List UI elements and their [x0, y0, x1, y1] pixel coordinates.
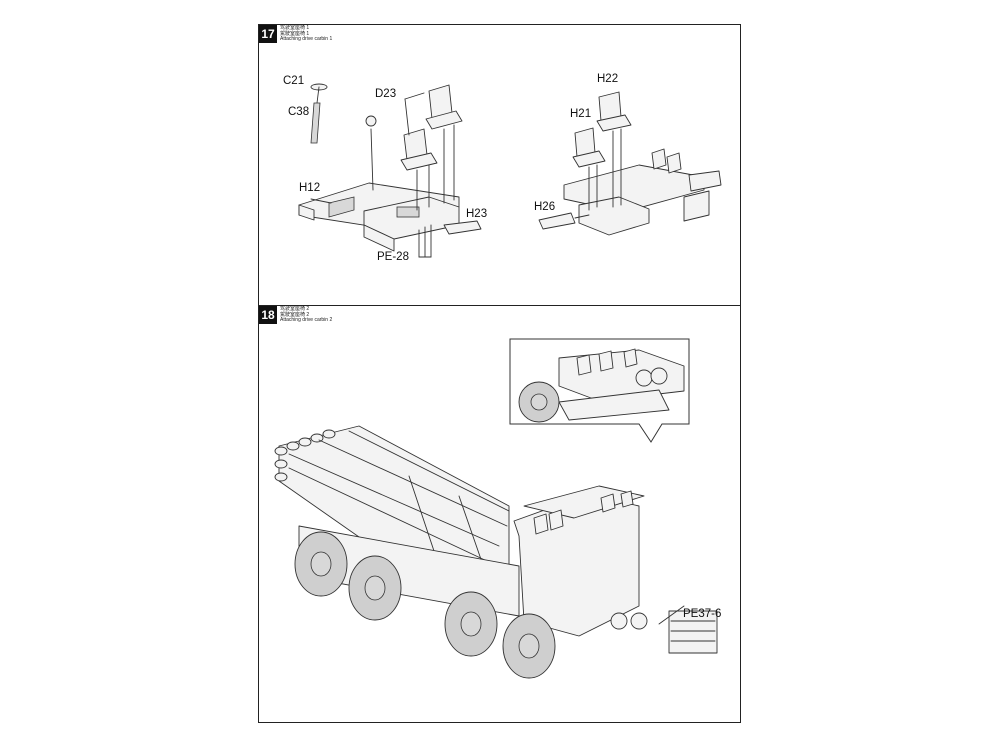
part-label-h26: H26 — [534, 201, 556, 213]
part-label-c21: C21 — [283, 75, 305, 87]
part-label-h23: H23 — [466, 208, 488, 220]
left-floor-assembly — [298, 83, 482, 258]
part-label-pe28: PE-28 — [377, 251, 409, 263]
part-label-pe37-6: PE37-6 — [683, 608, 722, 620]
part-label-h12: H12 — [299, 182, 321, 194]
caption-line-zh-trad: 駕駛室座椅 2 — [280, 311, 310, 318]
step-18-illustration — [274, 338, 718, 679]
step-18-panel: 18 驾驶室座椅 2 駕駛室座椅 2 Attaching drive carbi… — [258, 306, 741, 723]
step-caption: 驾驶室座椅 1 駕駛室座椅 1 Attaching drive carbin 1 — [280, 25, 333, 43]
truck-body — [298, 485, 718, 654]
right-floor-assembly — [538, 91, 722, 236]
step-number-badge: 18 — [259, 306, 277, 324]
caption-line-zh: 驾驶室座椅 2 — [280, 306, 310, 312]
part-label-d23: D23 — [375, 88, 397, 100]
caption-line-en: Attaching drive carbin 2 — [280, 317, 333, 323]
part-label-c38: C38 — [288, 106, 310, 118]
step-17-illustration — [298, 83, 722, 258]
caption-line-en: Attaching drive carbin 1 — [280, 36, 333, 42]
caption-line-zh: 驾驶室座椅 1 — [280, 25, 310, 31]
part-label-h22: H22 — [597, 73, 619, 85]
caption-line-zh-trad: 駕駛室座椅 1 — [280, 30, 310, 37]
step-caption: 驾驶室座椅 2 駕駛室座椅 2 Attaching drive carbin 2 — [280, 306, 333, 324]
step-number-badge: 17 — [259, 25, 277, 43]
truck-wheels — [294, 531, 556, 679]
part-label-h21: H21 — [570, 108, 592, 120]
detail-inset — [509, 338, 690, 443]
d23-seats — [400, 84, 463, 171]
step-17-panel: 17 驾驶室座椅 1 駕駛室座椅 1 Attaching drive carbi… — [258, 24, 741, 306]
